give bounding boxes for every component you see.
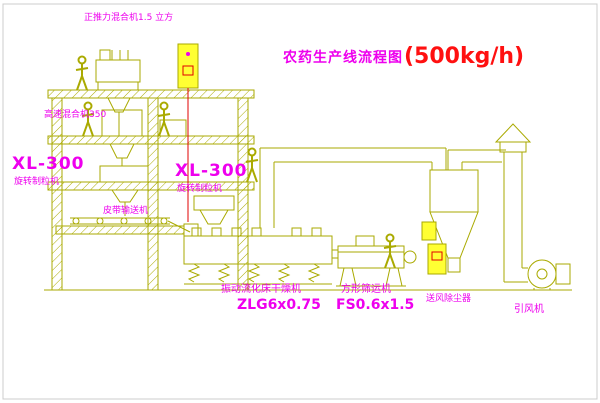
drawing-title: 农药生产线流程图 (500kg/h) xyxy=(283,44,524,69)
fluid-bed-dryer-machine xyxy=(183,223,333,285)
label-top-mixer: 正推力混合机1.5 立方 xyxy=(84,13,174,23)
person-figure xyxy=(157,101,171,137)
drawing-border xyxy=(2,3,598,400)
label-granulator-center-model: XL-300 xyxy=(175,161,248,181)
granulator-center-machine xyxy=(193,195,235,225)
person-figure xyxy=(383,233,397,269)
control-cabinet-icon xyxy=(177,43,199,89)
label-dryer-name: 振动流化床干燥机 xyxy=(221,284,301,295)
exhaust-stack xyxy=(494,123,532,283)
square-sieve-machine xyxy=(332,235,417,287)
control-cabinet-icon-3 xyxy=(427,243,447,275)
cyclone-separator-machine xyxy=(429,149,506,273)
granulator-left-machine xyxy=(99,165,149,216)
label-belt-conveyor: 皮带输送机 xyxy=(103,206,149,216)
label-granulator-left-model: XL-300 xyxy=(12,154,85,174)
label-granulator-center-name: 旋转制粒机 xyxy=(177,184,223,194)
label-sieve-model: FS0.6x1.5 xyxy=(336,297,415,313)
label-induced-fan: 引风机 xyxy=(514,304,544,315)
building-structure xyxy=(44,89,572,291)
label-sieve-name: 方形筛运机 xyxy=(341,284,391,295)
label-granulator-left-name: 旋转制粒机 xyxy=(14,177,60,187)
label-dryer-model: ZLG6x0.75 xyxy=(237,297,321,313)
belt-conveyor-machine xyxy=(70,217,191,233)
top-mixer-machine xyxy=(95,49,141,136)
label-air-duster: 送风除尘器 xyxy=(426,294,472,304)
exhaust-duct xyxy=(259,147,447,228)
title-text: 农药生产线流程图 xyxy=(283,49,403,66)
induced-fan-machine xyxy=(527,259,571,290)
control-cabinet-icon-2 xyxy=(421,221,437,241)
person-figure xyxy=(75,55,89,91)
title-capacity: (500kg/h) xyxy=(404,44,525,69)
label-high-speed-mixer: 高速混合机350 xyxy=(44,110,107,120)
high-speed-mixer-machine xyxy=(101,109,187,166)
